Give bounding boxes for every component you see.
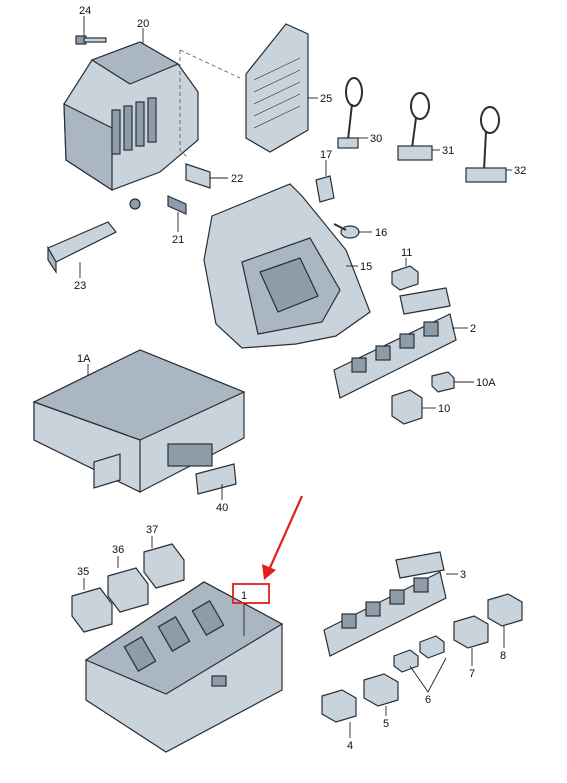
part-17-clip bbox=[315, 175, 335, 203]
part-25-cover bbox=[179, 23, 309, 159]
part-22-fuse bbox=[185, 163, 211, 189]
callout-labels: 24 20 25 30 31 32 22 21 17 16 23 15 11 2… bbox=[74, 5, 526, 752]
part-10a-relay bbox=[431, 371, 455, 393]
part-40-connector bbox=[195, 463, 237, 495]
callout-10a: 10A bbox=[476, 377, 496, 389]
callout-11: 11 bbox=[401, 247, 412, 259]
part-1a-control-unit bbox=[32, 349, 246, 493]
part-21-fuse bbox=[167, 195, 187, 215]
callout-22: 22 bbox=[231, 173, 243, 185]
callout-20: 20 bbox=[137, 18, 149, 30]
callout-1a: 1A bbox=[77, 353, 91, 365]
callout-25: 25 bbox=[320, 93, 332, 105]
callout-17: 17 bbox=[320, 149, 332, 161]
part-20-fuse-box bbox=[63, 41, 199, 210]
part-37-connector bbox=[143, 543, 185, 589]
part-1-control-unit bbox=[84, 581, 284, 753]
part-15-bracket bbox=[203, 183, 371, 349]
callout-37: 37 bbox=[146, 524, 158, 536]
part-8-relay bbox=[487, 593, 523, 627]
callout-7: 7 bbox=[469, 668, 475, 680]
part-7-relay bbox=[453, 615, 489, 649]
part-10-relay bbox=[391, 389, 423, 425]
callout-30: 30 bbox=[370, 133, 382, 145]
callout-5: 5 bbox=[383, 718, 389, 730]
leader-lines bbox=[79, 16, 512, 738]
callout-4: 4 bbox=[347, 740, 353, 752]
part-3-relay-carrier bbox=[323, 551, 447, 657]
part-16-screw bbox=[333, 223, 360, 239]
callout-36: 36 bbox=[112, 544, 124, 556]
callout-40: 40 bbox=[216, 502, 228, 514]
callout-1: 1 bbox=[241, 590, 247, 602]
part-31-fuse-puller bbox=[397, 92, 433, 161]
part-36-connector bbox=[107, 567, 149, 613]
callout-8: 8 bbox=[500, 650, 506, 662]
part-6-relay-a bbox=[393, 649, 419, 673]
callout-2: 2 bbox=[470, 323, 476, 335]
part-2-relay-carrier bbox=[333, 287, 457, 399]
part-6-relay-b bbox=[419, 635, 445, 659]
part-11-relay bbox=[391, 265, 419, 291]
callout-6: 6 bbox=[425, 694, 431, 706]
callout-23: 23 bbox=[74, 280, 86, 292]
part-35-connector bbox=[71, 587, 113, 633]
callout-16: 16 bbox=[375, 227, 387, 239]
highlight-arrow bbox=[267, 495, 304, 571]
part-4-relay bbox=[321, 689, 357, 723]
callout-21: 21 bbox=[172, 234, 184, 246]
part-32-fuse-puller bbox=[465, 106, 507, 183]
highlight-box bbox=[232, 583, 270, 604]
part-5-relay bbox=[363, 673, 399, 707]
callout-32: 32 bbox=[514, 165, 526, 177]
callout-31: 31 bbox=[442, 145, 454, 157]
highlight-marker bbox=[232, 495, 304, 604]
callout-10: 10 bbox=[438, 403, 450, 415]
callout-3: 3 bbox=[460, 569, 466, 581]
callout-15: 15 bbox=[360, 261, 372, 273]
callout-35: 35 bbox=[77, 566, 89, 578]
part-23-holder bbox=[47, 221, 117, 274]
part-30-fuse-puller bbox=[337, 77, 363, 149]
part-24-screw bbox=[75, 35, 107, 45]
callout-24: 24 bbox=[79, 5, 91, 17]
